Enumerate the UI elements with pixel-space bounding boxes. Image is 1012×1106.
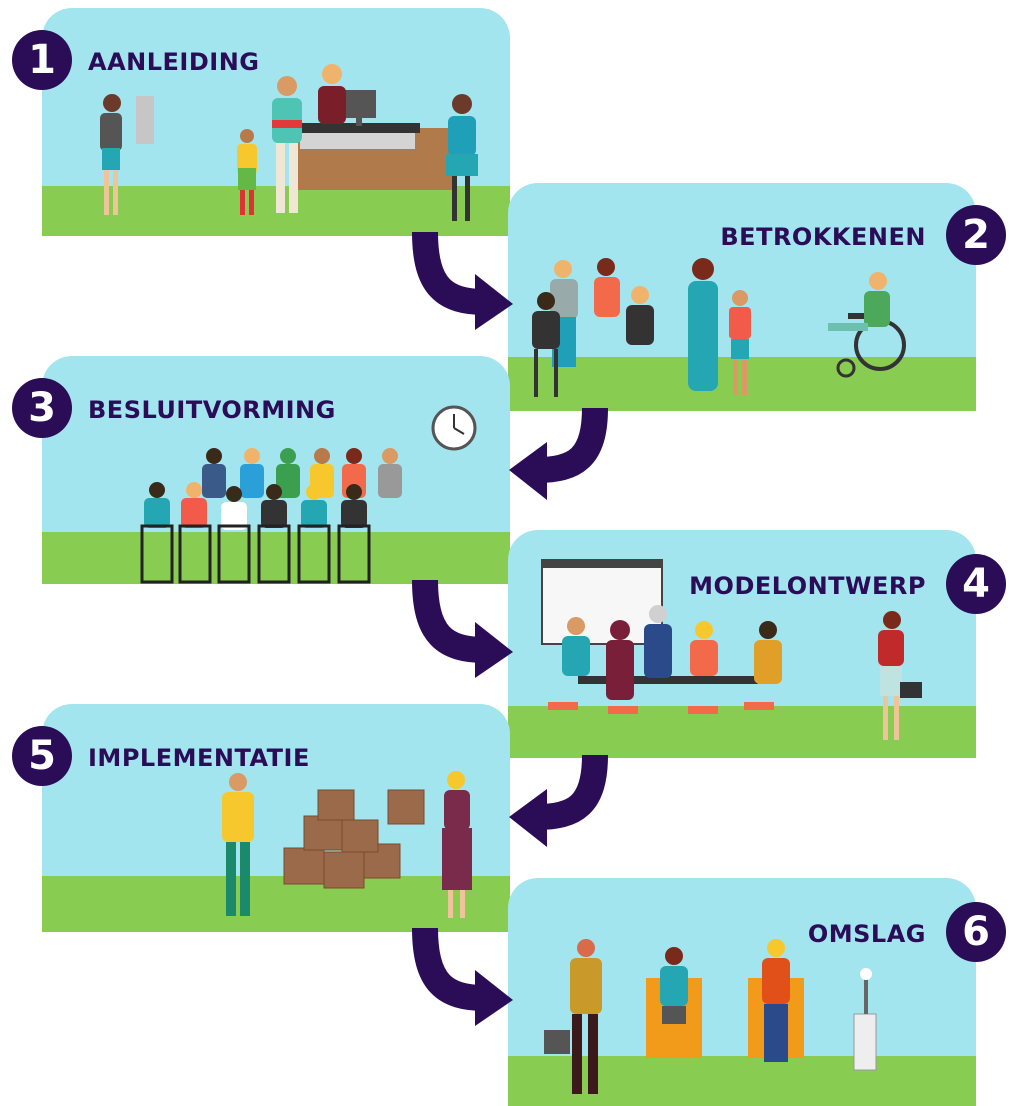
step-number-badge: 2 [946,205,1006,265]
arrow-5-to-6 [412,927,513,1026]
briefcase-icon [544,1030,570,1054]
step-number-badge: 6 [946,902,1006,962]
arrow-4-to-5 [509,754,608,847]
step-number-badge: 4 [946,554,1006,614]
step-title: IMPLEMENTATIE [88,744,310,772]
briefcase-icon [900,682,922,698]
step-number-badge: 3 [12,378,72,438]
step-card-6: 6 OMSLAG [508,878,1006,1106]
clock-icon [431,405,477,451]
step-title: MODELONTWERP [689,572,926,600]
scene-waiting-room [508,258,976,411]
box-icon [283,789,425,889]
step-card-1: 1 AANLEIDING [12,8,510,236]
scene-moving-boxes [42,771,510,932]
step-title: BESLUITVORMING [88,396,336,424]
scene-meeting-audience [42,405,510,584]
step-card-4: 4 MODELONTWERP [508,530,1006,758]
step-card-5: 5 IMPLEMENTATIE [12,704,510,932]
step-card-3: 3 BESLUITVORMING [12,356,510,584]
step-number-badge: 1 [12,30,72,90]
scene-lounge [508,939,976,1106]
arrow-1-to-2 [412,231,513,330]
step-number-badge: 5 [12,726,72,786]
step-title: OMSLAG [807,920,926,948]
arrow-2-to-3 [509,407,608,500]
step-title: AANLEIDING [88,48,260,76]
step-card-2: 2 BETROKKENEN [508,183,1006,411]
step-title: BETROKKENEN [720,223,926,251]
arrow-3-to-4 [412,579,513,678]
scene-design-meeting [508,559,976,758]
scene-reception [42,64,510,236]
